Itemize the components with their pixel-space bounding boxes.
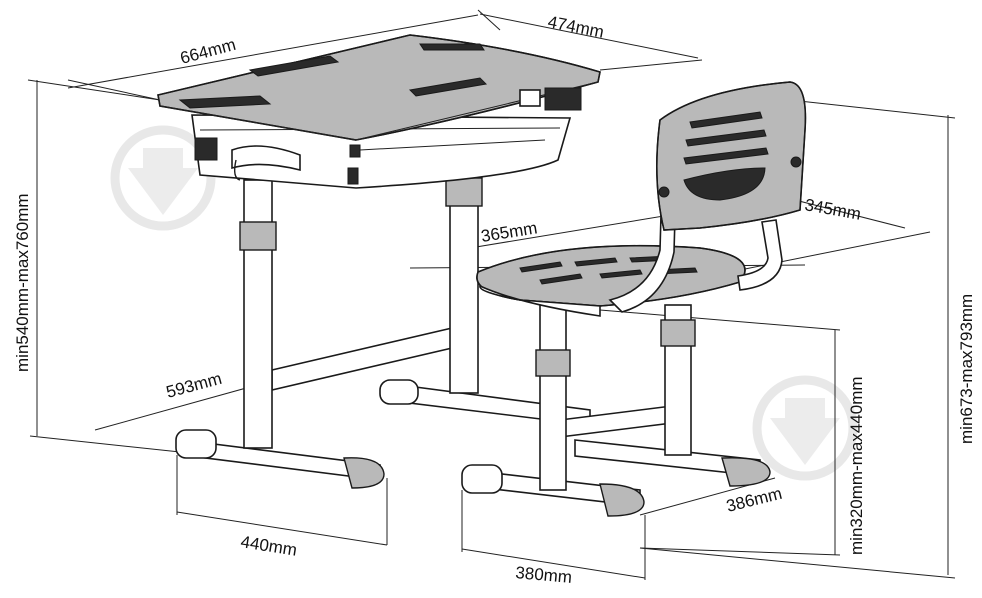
label-desk-height: min540mm-max760mm [13,193,32,372]
label-desk-base-width: 440mm [239,532,298,560]
label-chair-base-depth: 386mm [724,484,784,516]
backrest-slots [683,111,769,201]
label-chair-seat-height: min320mm-max440mm [847,376,866,555]
label-chair-total-height: min673-max793mm [957,294,976,444]
desk [157,34,601,489]
label-chair-back-width: 345mm [803,195,862,224]
chair [461,81,807,517]
label-desk-width: 474mm [546,12,605,41]
watermark-left [110,125,216,231]
watermark-right [752,375,858,481]
label-chair-base-width: 380mm [515,563,573,587]
